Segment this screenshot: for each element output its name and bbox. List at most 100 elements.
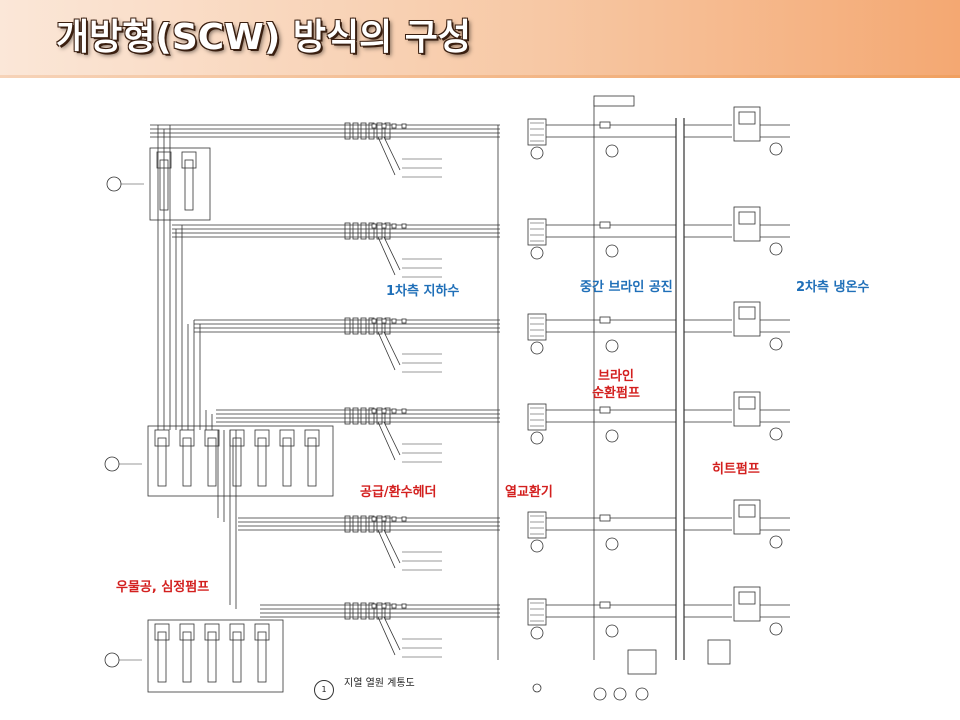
heat-pump-panel	[738, 306, 756, 320]
heat-pump-tag-icon	[769, 142, 783, 156]
valve-icon	[401, 318, 407, 324]
heat-pump-panel	[738, 211, 756, 225]
header-valve-icon	[376, 122, 383, 140]
heat-pump-tag-icon	[769, 242, 783, 256]
heat-pump-unit-icon	[733, 301, 761, 337]
header-valve-icon	[376, 407, 383, 425]
bypass-pipe	[377, 236, 396, 276]
label-secondary-water: 2차측 냉온수	[796, 280, 870, 295]
valve-icon	[381, 603, 387, 609]
valve-icon	[371, 408, 377, 414]
label-intermediate-brine: 중간 브라인 공진	[580, 280, 673, 295]
header-valve-icon	[368, 407, 375, 425]
brine-pump-icon	[605, 537, 619, 551]
bypass-pipe	[377, 331, 396, 371]
small-valve-icon	[532, 683, 542, 693]
brine-pump-icon	[605, 429, 619, 443]
heat-pump-panel	[738, 591, 756, 605]
well-casing	[184, 159, 194, 211]
buffer-tank-icon	[707, 639, 731, 665]
drawing-title: 지열 열원 계통도	[344, 678, 415, 689]
submersible-pump-icon	[154, 429, 170, 447]
header-valve-icon	[352, 407, 359, 425]
well-casing	[157, 631, 167, 683]
submersible-pump-icon	[304, 429, 320, 447]
valve-icon	[371, 123, 377, 129]
well-casing	[307, 437, 317, 487]
valve-icon	[401, 408, 407, 414]
valve-icon	[391, 603, 397, 609]
submersible-pump-icon	[179, 429, 195, 447]
well-casing	[257, 437, 267, 487]
header-valve-icon	[376, 222, 383, 240]
label-supply-return-header: 공급/환수헤더	[360, 485, 437, 500]
valve-icon	[371, 516, 377, 522]
well-group-a	[149, 147, 211, 221]
header-valve-icon	[376, 602, 383, 620]
bypass-pipe	[383, 236, 401, 271]
brine-pump-icon	[605, 339, 619, 353]
header-valve-icon	[368, 515, 375, 533]
valve-icon	[391, 123, 397, 129]
brine-valve-icon	[599, 514, 611, 522]
well-group-c	[147, 619, 284, 693]
heat-pump-panel	[738, 504, 756, 518]
header-valve-icon	[352, 317, 359, 335]
header-valve-icon	[368, 317, 375, 335]
brine-pump-icon	[605, 624, 619, 638]
valve-icon	[381, 408, 387, 414]
label-brine-pump-line2: 순환펌프	[592, 386, 640, 401]
well-casing	[207, 437, 217, 487]
heat-pump-tag-icon	[769, 622, 783, 636]
submersible-pump-icon	[229, 623, 245, 641]
submersible-pump-icon	[254, 429, 270, 447]
header-valve-icon	[368, 222, 375, 240]
header-valve-icon	[352, 222, 359, 240]
label-well-pump: 우물공, 심정펌프	[116, 580, 210, 595]
bypass-pipe	[377, 136, 396, 176]
header-valve-icon	[344, 602, 351, 620]
heat-pump-tag-icon	[769, 535, 783, 549]
valve-icon	[381, 516, 387, 522]
equipment-tag-icon	[635, 687, 649, 701]
well-casing	[157, 437, 167, 487]
expansion-tank-icon	[627, 649, 657, 675]
valve-icon	[391, 516, 397, 522]
header-valve-icon	[360, 317, 367, 335]
label-primary-groundwater: 1차측 지하수	[386, 284, 460, 299]
heat-exchanger-icon	[527, 218, 547, 246]
valve-icon	[401, 603, 407, 609]
well-tag-icon	[104, 456, 120, 472]
header-valve-icon	[352, 515, 359, 533]
heat-exchanger-icon	[527, 511, 547, 539]
hx-tag-icon	[530, 626, 544, 640]
brine-valve-icon	[599, 316, 611, 324]
bypass-pipe	[383, 421, 401, 456]
header-valve-icon	[352, 602, 359, 620]
bypass-pipe	[383, 136, 401, 171]
heat-pump-panel	[738, 396, 756, 410]
header-valve-icon	[344, 222, 351, 240]
valve-icon	[401, 516, 407, 522]
header-valve-icon	[384, 317, 391, 335]
well-casing	[182, 437, 192, 487]
submersible-pump-icon	[254, 623, 270, 641]
well-casing	[232, 631, 242, 683]
header-band	[0, 0, 960, 78]
header-valve-icon	[384, 122, 391, 140]
brine-valve-icon	[599, 221, 611, 229]
valve-icon	[381, 123, 387, 129]
label-heat-pump: 히트펌프	[712, 462, 760, 477]
submersible-pump-icon	[154, 623, 170, 641]
well-casing	[207, 631, 217, 683]
heat-exchanger-icon	[527, 598, 547, 626]
bypass-pipe	[377, 421, 396, 461]
equipment-tag-icon	[613, 687, 627, 701]
hx-tag-icon	[530, 246, 544, 260]
header-valve-icon	[368, 122, 375, 140]
header-valve-icon	[384, 515, 391, 533]
well-tag-icon	[106, 176, 122, 192]
header-valve-icon	[360, 515, 367, 533]
header-valve-icon	[360, 602, 367, 620]
bypass-pipe	[383, 616, 401, 651]
